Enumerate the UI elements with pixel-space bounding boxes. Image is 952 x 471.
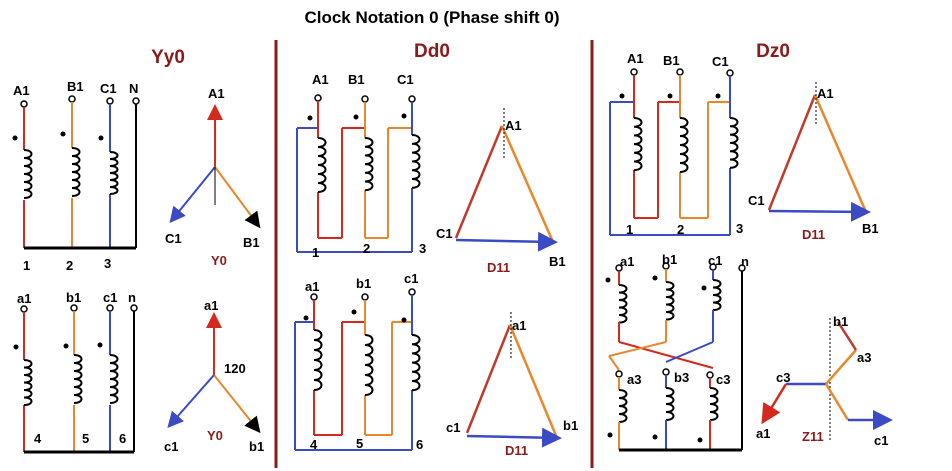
yy0-phasor-a1: a1 xyxy=(204,298,218,313)
yy0-phasor-c1: c1 xyxy=(164,439,178,454)
dd0-secondary-triangle xyxy=(465,312,562,448)
yy0-num-3: 3 xyxy=(104,256,111,271)
yy0-label-A1: A1 xyxy=(13,83,30,98)
dd0-num-2: 2 xyxy=(363,241,370,256)
dd0-label-A1: A1 xyxy=(312,72,329,87)
yy0-label-n: n xyxy=(128,290,136,305)
dd0-num-3: 3 xyxy=(419,241,426,256)
dz0-zigzag-phasor xyxy=(761,318,893,440)
dd0-label-b1: b1 xyxy=(356,276,371,291)
dz0-num-3: 3 xyxy=(736,221,743,236)
page-title: Clock Notation 0 (Phase shift 0) xyxy=(304,8,559,27)
yy0-phasor-A1: A1 xyxy=(208,86,225,101)
dd0-secondary-windings xyxy=(294,288,421,451)
dd0-tri-b1: b1 xyxy=(563,418,578,433)
dd0-tri-C1: C1 xyxy=(436,226,453,241)
yy0-label-N: N xyxy=(129,81,138,96)
yy0-phasor-caption-2: Y0 xyxy=(207,428,223,443)
dz0-tri-C1: C1 xyxy=(748,193,765,208)
dd0-num-6: 6 xyxy=(416,437,423,452)
dz0-label-c3: c3 xyxy=(716,372,730,387)
yy0-secondary-phasor xyxy=(167,312,261,434)
dd0-tri-A1: A1 xyxy=(505,118,522,133)
dz0-zig-c3: c3 xyxy=(776,370,790,385)
dz0-label-b1: b1 xyxy=(662,252,677,267)
yy0-phasor-angle: 120 xyxy=(224,361,246,376)
yy0-label-b1: b1 xyxy=(66,290,81,305)
dd0-tri-caption-2: D11 xyxy=(505,443,528,458)
dz0-zig-c1: c1 xyxy=(874,433,888,448)
dd0-tri-B1: B1 xyxy=(549,254,566,269)
dd0-label-c1: c1 xyxy=(404,271,418,286)
dd0-tri-a1: a1 xyxy=(512,318,526,333)
dd0-num-1: 1 xyxy=(312,245,319,260)
dd0-primary-windings xyxy=(296,94,421,253)
dz0-label-c1: c1 xyxy=(708,253,722,268)
dz0-label-A1: A1 xyxy=(627,51,644,66)
yy0-primary-windings xyxy=(12,95,140,250)
yy0-num-6: 6 xyxy=(119,431,126,446)
yy0-num-1: 1 xyxy=(23,258,30,273)
yy0-phasor-B1: B1 xyxy=(243,235,260,250)
heading-dd0: Dd0 xyxy=(414,41,450,62)
dd0-num-4: 4 xyxy=(310,437,318,452)
dz0-tri-A1: A1 xyxy=(817,86,834,101)
yy0-label-B1: B1 xyxy=(67,79,84,94)
dd0-tri-c1: c1 xyxy=(446,420,460,435)
dz0-zig-a1: a1 xyxy=(756,426,770,441)
yy0-num-2: 2 xyxy=(66,258,73,273)
dz0-num-2: 2 xyxy=(677,222,684,237)
yy0-primary-phasor xyxy=(169,104,261,229)
dz0-zig-a3: a3 xyxy=(857,350,871,365)
dz0-secondary-windings xyxy=(605,262,746,452)
yy0-num-4: 4 xyxy=(34,431,42,446)
yy0-phasor-caption: Y0 xyxy=(211,253,227,268)
dz0-primary-windings xyxy=(609,68,739,236)
yy0-phasor-b1: b1 xyxy=(249,439,264,454)
yy0-label-C1: C1 xyxy=(100,81,117,96)
yy0-phasor-C1: C1 xyxy=(165,231,182,246)
dz0-label-a3: a3 xyxy=(627,372,641,387)
yy0-label-c1: c1 xyxy=(103,290,117,305)
yy0-label-a1: a1 xyxy=(17,291,31,306)
dz0-label-b3: b3 xyxy=(674,370,689,385)
heading-dz0: Dz0 xyxy=(756,41,790,62)
dz0-zig-caption: Z11 xyxy=(802,429,824,444)
dz0-label-C1: C1 xyxy=(712,54,729,69)
dz0-tri-B1: B1 xyxy=(862,221,879,236)
dz0-label-a1: a1 xyxy=(620,254,634,269)
dd0-label-a1: a1 xyxy=(305,279,319,294)
dz0-label-B1: B1 xyxy=(663,53,680,68)
dz0-tri-caption: D11 xyxy=(802,227,825,242)
dz0-num-1: 1 xyxy=(626,222,633,237)
dd0-tri-caption: D11 xyxy=(487,260,510,275)
yy0-num-5: 5 xyxy=(82,431,89,446)
dz0-zig-b1: b1 xyxy=(833,314,848,329)
dd0-primary-triangle xyxy=(454,108,558,252)
heading-yy0: Yy0 xyxy=(151,47,185,68)
dd0-label-B1: B1 xyxy=(348,72,365,87)
dz0-label-n: n xyxy=(741,254,749,269)
dz0-primary-triangle xyxy=(767,82,871,222)
yy0-secondary-windings xyxy=(13,304,138,454)
dd0-num-5: 5 xyxy=(356,436,363,451)
dd0-label-C1: C1 xyxy=(397,72,414,87)
